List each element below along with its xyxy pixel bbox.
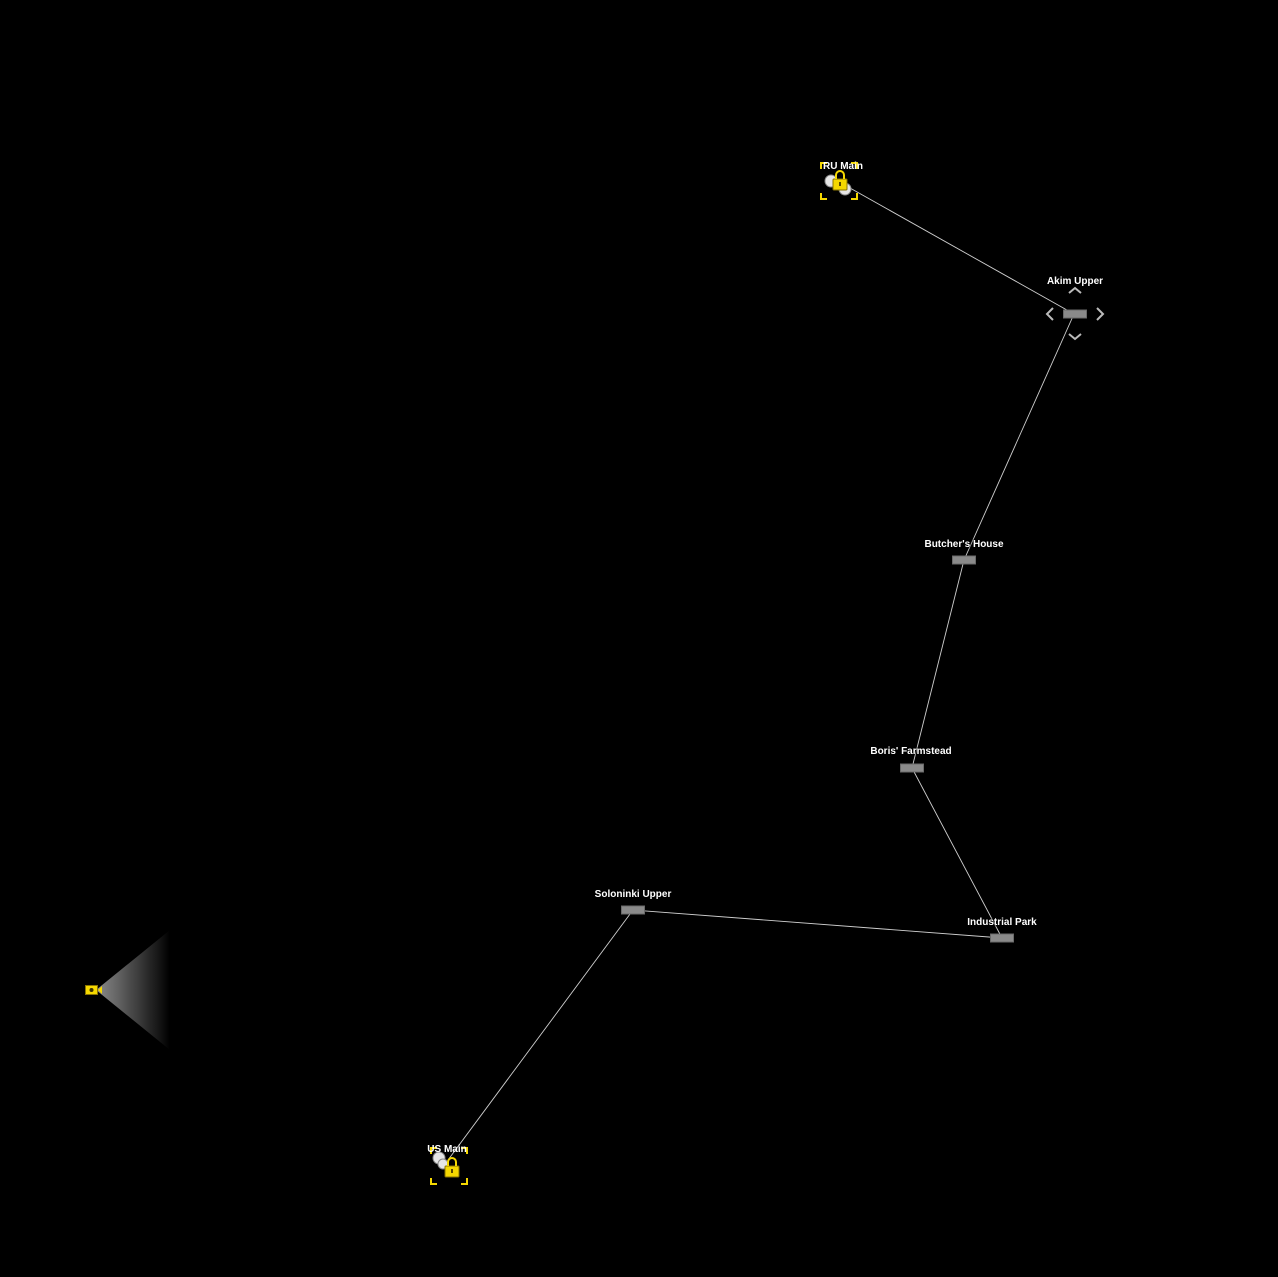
point-label-butcher: Butcher's House	[924, 539, 1004, 550]
point-label-industrial: Industrial Park	[967, 917, 1037, 928]
base-lock-icon	[430, 1147, 468, 1185]
base-label-us: US Main	[427, 1144, 467, 1155]
camera-view-cone	[96, 930, 170, 1050]
point-label-soloninki: Soloninki Upper	[594, 889, 672, 900]
capture-point-soloninki[interactable]	[621, 905, 645, 915]
point-label-akim: Akim Upper	[1046, 276, 1104, 287]
link-ru-akim	[849, 187, 1075, 315]
link-industrial-soloninki	[632, 909, 1003, 939]
base-us-main[interactable]	[429, 1146, 469, 1186]
link-butcher-boris	[911, 559, 965, 769]
base-ru-main[interactable]	[819, 161, 859, 201]
link-akim-butcher	[963, 313, 1075, 561]
links	[447, 187, 1075, 1161]
capture-point-akim[interactable]	[1063, 309, 1087, 319]
point-label-boris: Boris' Farmstead	[870, 746, 952, 757]
base-label-ru: RU Main	[823, 161, 863, 172]
link-soloninki-us	[447, 909, 634, 1161]
capture-point-boris[interactable]	[900, 763, 924, 773]
base-lock-icon	[820, 162, 858, 200]
capture-point-butcher[interactable]	[952, 555, 976, 565]
capture-point-industrial[interactable]	[990, 933, 1014, 943]
link-boris-industrial	[911, 767, 1003, 939]
camera-icon[interactable]	[85, 984, 103, 996]
